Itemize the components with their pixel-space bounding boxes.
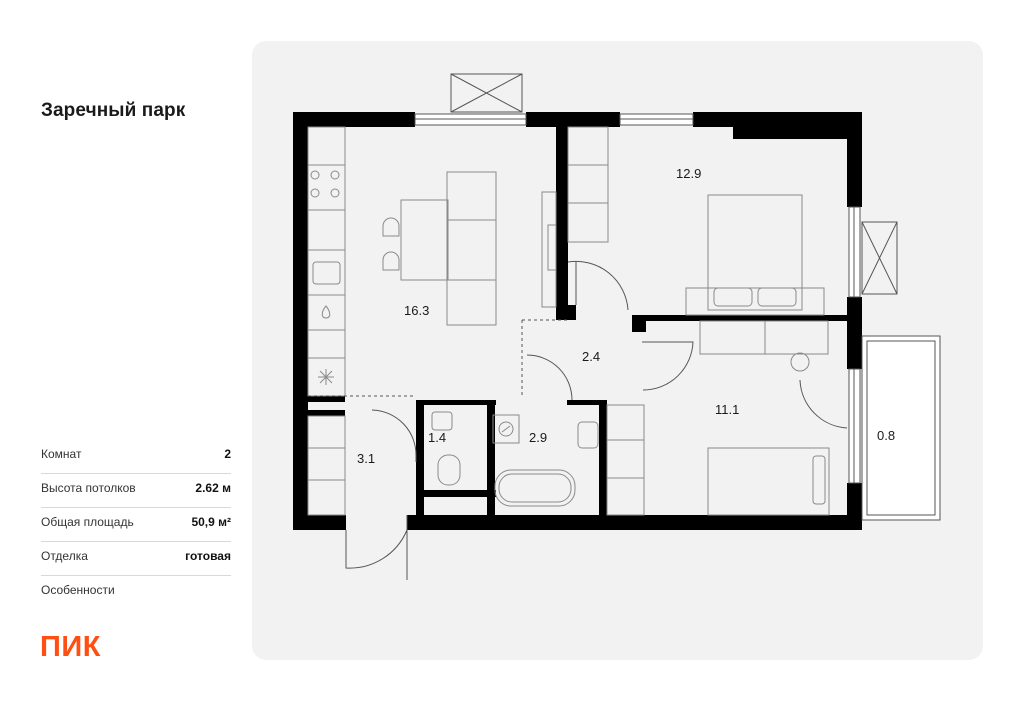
room-area-kitchen-living: 16.3: [404, 303, 429, 318]
entrance-wardrobe: [307, 415, 346, 516]
spec-label: Общая площадь: [41, 515, 134, 529]
room-area-bathroom: 2.9: [529, 430, 547, 445]
spec-value: 50,9 м²: [191, 515, 231, 529]
ac-units: [450, 73, 898, 295]
project-title: Заречный парк: [41, 100, 186, 121]
spec-value: 2: [224, 447, 231, 461]
living-furniture: [382, 171, 557, 326]
windows: [414, 113, 861, 484]
sanitary-fixtures: [431, 411, 599, 507]
spec-rooms: Комнат 2: [41, 440, 231, 474]
spec-value: 2.62 м: [195, 481, 231, 495]
room-area-bedroom-1: 12.9: [676, 166, 701, 181]
room-area-balcony: 0.8: [877, 428, 895, 443]
bedroom2-furniture: [606, 320, 830, 516]
spec-features: Особенности: [41, 576, 231, 609]
room-area-hall: 2.4: [582, 349, 600, 364]
room-area-bedroom-2: 11.1: [715, 402, 739, 417]
kitchen-unit: [307, 126, 346, 397]
bedroom1-furniture: [567, 126, 825, 316]
snowflake-icon: [318, 369, 334, 385]
doors: [308, 260, 848, 580]
balcony-outline: [861, 335, 941, 521]
spec-label: Комнат: [41, 447, 82, 461]
spec-label: Особенности: [41, 583, 115, 597]
room-area-wc: 1.4: [428, 430, 446, 445]
spec-finish: Отделка готовая: [41, 542, 231, 576]
spec-label: Высота потолков: [41, 481, 136, 495]
walls: [293, 112, 862, 530]
spec-label: Отделка: [41, 549, 88, 563]
apartment-specs: Комнат 2 Высота потолков 2.62 м Общая пл…: [41, 440, 231, 609]
spec-ceiling-height: Высота потолков 2.62 м: [41, 474, 231, 508]
spec-total-area: Общая площадь 50,9 м²: [41, 508, 231, 542]
pik-logo: ПИК: [40, 631, 101, 663]
room-area-entrance: 3.1: [357, 451, 375, 466]
spec-value: готовая: [185, 549, 231, 563]
